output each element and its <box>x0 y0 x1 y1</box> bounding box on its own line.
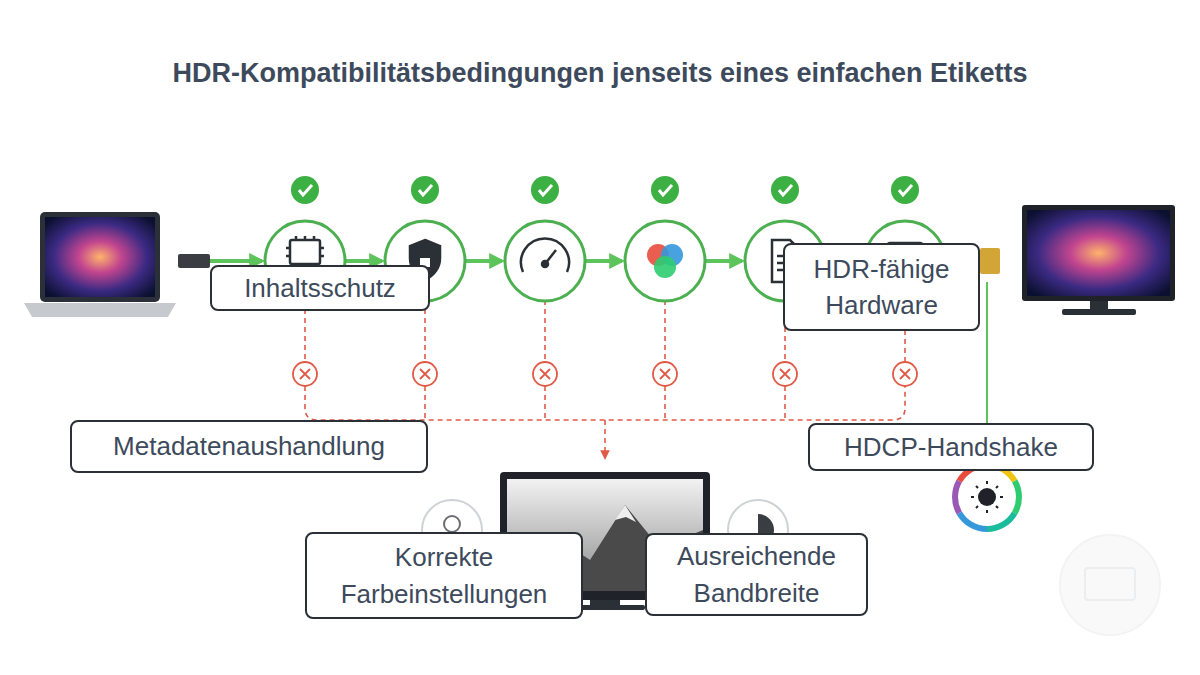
node-text: Korrekte Farbeinstellungen <box>317 539 571 612</box>
label-box: Ausreichende Bandbreite <box>645 533 868 616</box>
cable-plug <box>980 248 1000 274</box>
fail-mark <box>773 362 797 386</box>
check-badge <box>531 176 559 204</box>
flow-arrow <box>705 259 742 263</box>
label-box: HDCP-Handshake <box>808 423 1094 471</box>
check-badges <box>291 176 919 204</box>
label-box: Inhaltsschutz <box>210 265 430 311</box>
node-text: Ausreichende Bandbreite <box>657 538 856 611</box>
check-badge <box>291 176 319 204</box>
gauge-icon <box>521 238 569 272</box>
check-badge <box>411 176 439 204</box>
laptop-screen <box>40 212 160 302</box>
chip-icon <box>286 236 324 264</box>
monitor <box>980 205 1175 315</box>
check-badge <box>651 176 679 204</box>
node-text: Inhaltsschutz <box>244 270 396 306</box>
node-text: Metadatenaushandlung <box>113 428 385 464</box>
fail-mark <box>653 362 677 386</box>
dashed-arrow <box>604 420 606 458</box>
label-box: Korrekte Farbeinstellungen <box>305 532 583 619</box>
laptop-image <box>45 217 155 297</box>
flow-arrow <box>210 259 262 263</box>
step-circle <box>625 221 705 301</box>
monitor-foot <box>1062 309 1136 315</box>
dashed-line <box>425 300 785 420</box>
node-text: HDR-fähige Hardware <box>795 251 968 324</box>
label-box: Metadatenaushandlung <box>70 420 428 473</box>
step-circle <box>505 221 585 301</box>
fail-marks <box>293 362 917 386</box>
label-box: HDR-fähige Hardware <box>783 243 980 331</box>
monitor-neck <box>1090 301 1108 310</box>
fail-mark <box>413 362 437 386</box>
cable-plug <box>178 254 210 268</box>
brightness-icon <box>444 516 460 532</box>
fail-mark <box>533 362 557 386</box>
fail-mark <box>293 362 317 386</box>
snow <box>615 505 636 522</box>
check-badge <box>891 176 919 204</box>
flow-arrow <box>345 259 382 263</box>
fail-mark <box>893 362 917 386</box>
flow-arrow <box>465 259 502 263</box>
check-badge <box>771 176 799 204</box>
flow-arrow <box>585 259 622 263</box>
color-wheel <box>955 465 1019 529</box>
watermark <box>1060 535 1160 635</box>
monitor-image <box>1027 210 1170 296</box>
node-text: HDCP-Handshake <box>844 429 1058 465</box>
rgb-icon <box>647 244 683 278</box>
laptop-base <box>24 303 176 317</box>
diagram-title: HDR-Kompatibilitätsbedingungen jenseits … <box>0 58 1200 89</box>
laptop <box>24 212 210 317</box>
monitor-frame <box>1022 205 1175 301</box>
